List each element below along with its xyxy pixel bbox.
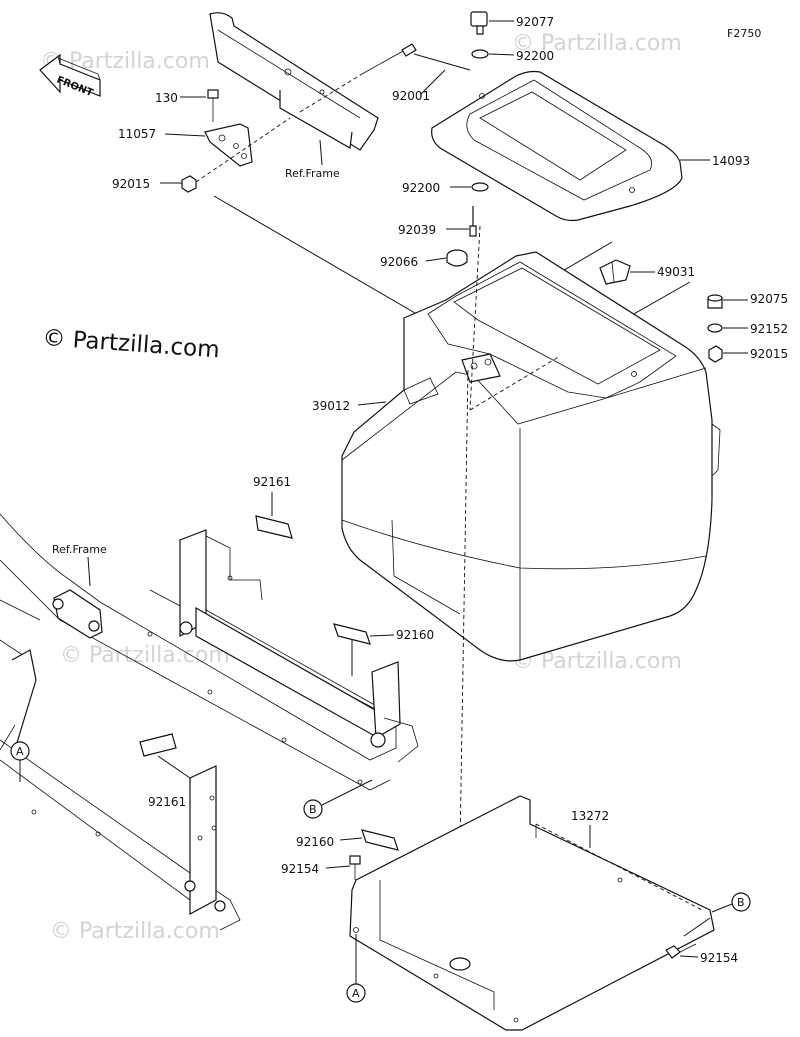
bolt-92154-right-icon: [665, 943, 697, 959]
svg-text:A: A: [16, 745, 24, 758]
callout-b-plate: B: [731, 892, 751, 912]
grommet-92075-icon: [707, 294, 723, 309]
lower-frame: [0, 513, 419, 931]
watermark-5: © Partzilla.com: [50, 919, 220, 944]
pad-92160-lower-icon: [361, 829, 399, 851]
nut-92015-left-icon: [181, 175, 197, 193]
watermark-2: © Partzilla.com: [512, 31, 682, 56]
collar-92152-icon: [707, 323, 723, 333]
svg-text:A: A: [352, 987, 360, 1000]
part-label-92015-right[interactable]: 92015: [750, 347, 788, 361]
part-label-92077[interactable]: 92077: [516, 15, 554, 29]
callout-a-lower: A: [346, 983, 366, 1003]
pad-92161-upper-icon: [255, 515, 293, 539]
callout-a-upper: A: [10, 741, 30, 761]
part-label-92001[interactable]: 92001: [392, 89, 430, 103]
cargo-box-39012: [341, 251, 721, 662]
nut-92015-right-icon: [708, 345, 723, 363]
svg-text:B: B: [737, 896, 745, 909]
part-label-92154-left[interactable]: 92154: [281, 862, 319, 876]
part-label-92161-lower[interactable]: 92161: [148, 795, 186, 809]
part-label-130[interactable]: 130: [155, 91, 178, 105]
part-label-39012[interactable]: 39012: [312, 399, 350, 413]
pin-92039-icon: [469, 206, 477, 237]
figure-code: F2750: [727, 27, 761, 40]
washer-92200-top-icon: [471, 49, 489, 59]
part-label-92161-upper[interactable]: 92161: [253, 475, 291, 489]
part-label-92154-right[interactable]: 92154: [700, 951, 738, 965]
latch-49031-icon: [599, 259, 631, 285]
part-label-92160-lower[interactable]: 92160: [296, 835, 334, 849]
part-label-49031[interactable]: 49031: [657, 265, 695, 279]
part-label-92200-top[interactable]: 92200: [516, 49, 554, 63]
ref-frame-top-label: Ref.Frame: [285, 167, 340, 180]
plug-92066-icon: [446, 249, 468, 267]
bolt-130-icon: [207, 89, 219, 122]
bracket-11057: [204, 123, 253, 167]
part-label-92039[interactable]: 92039: [398, 223, 436, 237]
part-label-92015-left[interactable]: 92015: [112, 177, 150, 191]
upper-frame-rail: [209, 12, 379, 151]
callout-b-lower-frame: B: [303, 799, 323, 819]
ref-frame-left-label: Ref.Frame: [52, 543, 107, 556]
part-label-92200-lower[interactable]: 92200: [402, 181, 440, 195]
box-lid-14093: [431, 70, 683, 222]
washer-92200-lower-icon: [471, 182, 489, 192]
pad-92160-upper-icon: [333, 623, 371, 645]
part-label-92075[interactable]: 92075: [750, 292, 788, 306]
part-label-92152[interactable]: 92152: [750, 322, 788, 336]
svg-text:B: B: [309, 803, 317, 816]
part-label-13272[interactable]: 13272: [571, 809, 609, 823]
copyright-text: © Partzilla.com: [42, 325, 221, 363]
part-label-14093[interactable]: 14093: [712, 154, 750, 168]
floor-plate-13272: [349, 795, 715, 1031]
key-92077-icon: [470, 11, 488, 35]
part-label-11057[interactable]: 11057: [118, 127, 156, 141]
part-label-92160-upper[interactable]: 92160: [396, 628, 434, 642]
part-label-92066[interactable]: 92066: [380, 255, 418, 269]
bolt-92154-left-icon: [349, 855, 361, 880]
bolt-92001-icon: [299, 43, 417, 113]
pad-92161-lower-icon: [139, 733, 177, 757]
watermark-3: © Partzilla.com: [60, 643, 230, 668]
